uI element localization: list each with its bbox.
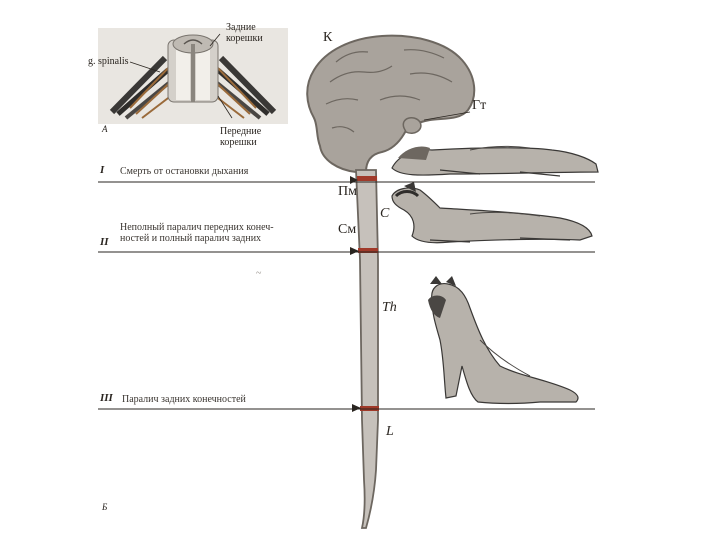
spinal-ganglion-label: g. spinalis [88,56,129,67]
transection-ii-numeral: II [100,236,109,248]
dog-sitting-illustration [428,276,579,405]
transection-ii-caption: Неполный паралич передних конеч- ностей … [120,222,274,244]
arrow-ii [350,247,359,255]
ventral-roots-label: Передние корешки [220,126,262,148]
transection-mark-iii [360,406,379,411]
thoracic-segment-label: Th [382,300,397,315]
dog-lying-dead-illustration [391,145,599,177]
dog-forelimbs-paralysed-illustration [391,182,593,244]
transection-mark-ii [358,248,378,253]
spinal-cord [355,169,379,529]
panel-b-label: Б [102,502,108,512]
brain [306,34,476,173]
arrow-iii [352,404,361,412]
spinal-cord-cross-section [98,28,288,124]
lumbar-segment-label: L [386,424,394,439]
hypothalamus-label: Гт [472,98,487,113]
medulla-label: Пм [338,184,357,199]
panel-a-label: А [102,124,108,134]
stray-mark: ~ [256,268,262,279]
transection-iii-numeral: III [100,392,113,404]
arrow-i [350,176,358,184]
transection-i-numeral: I [100,164,105,176]
transection-mark-i [357,176,377,181]
midbrain-label: См [338,222,357,237]
dorsal-roots-label: Задние корешки [226,22,263,44]
transection-iii-caption: Паралич задних конечностей [122,394,246,405]
cervical-segment-label: C [380,206,390,221]
brain-label: К [323,30,333,45]
transection-i-caption: Смерть от остановки дыхания [120,166,249,177]
